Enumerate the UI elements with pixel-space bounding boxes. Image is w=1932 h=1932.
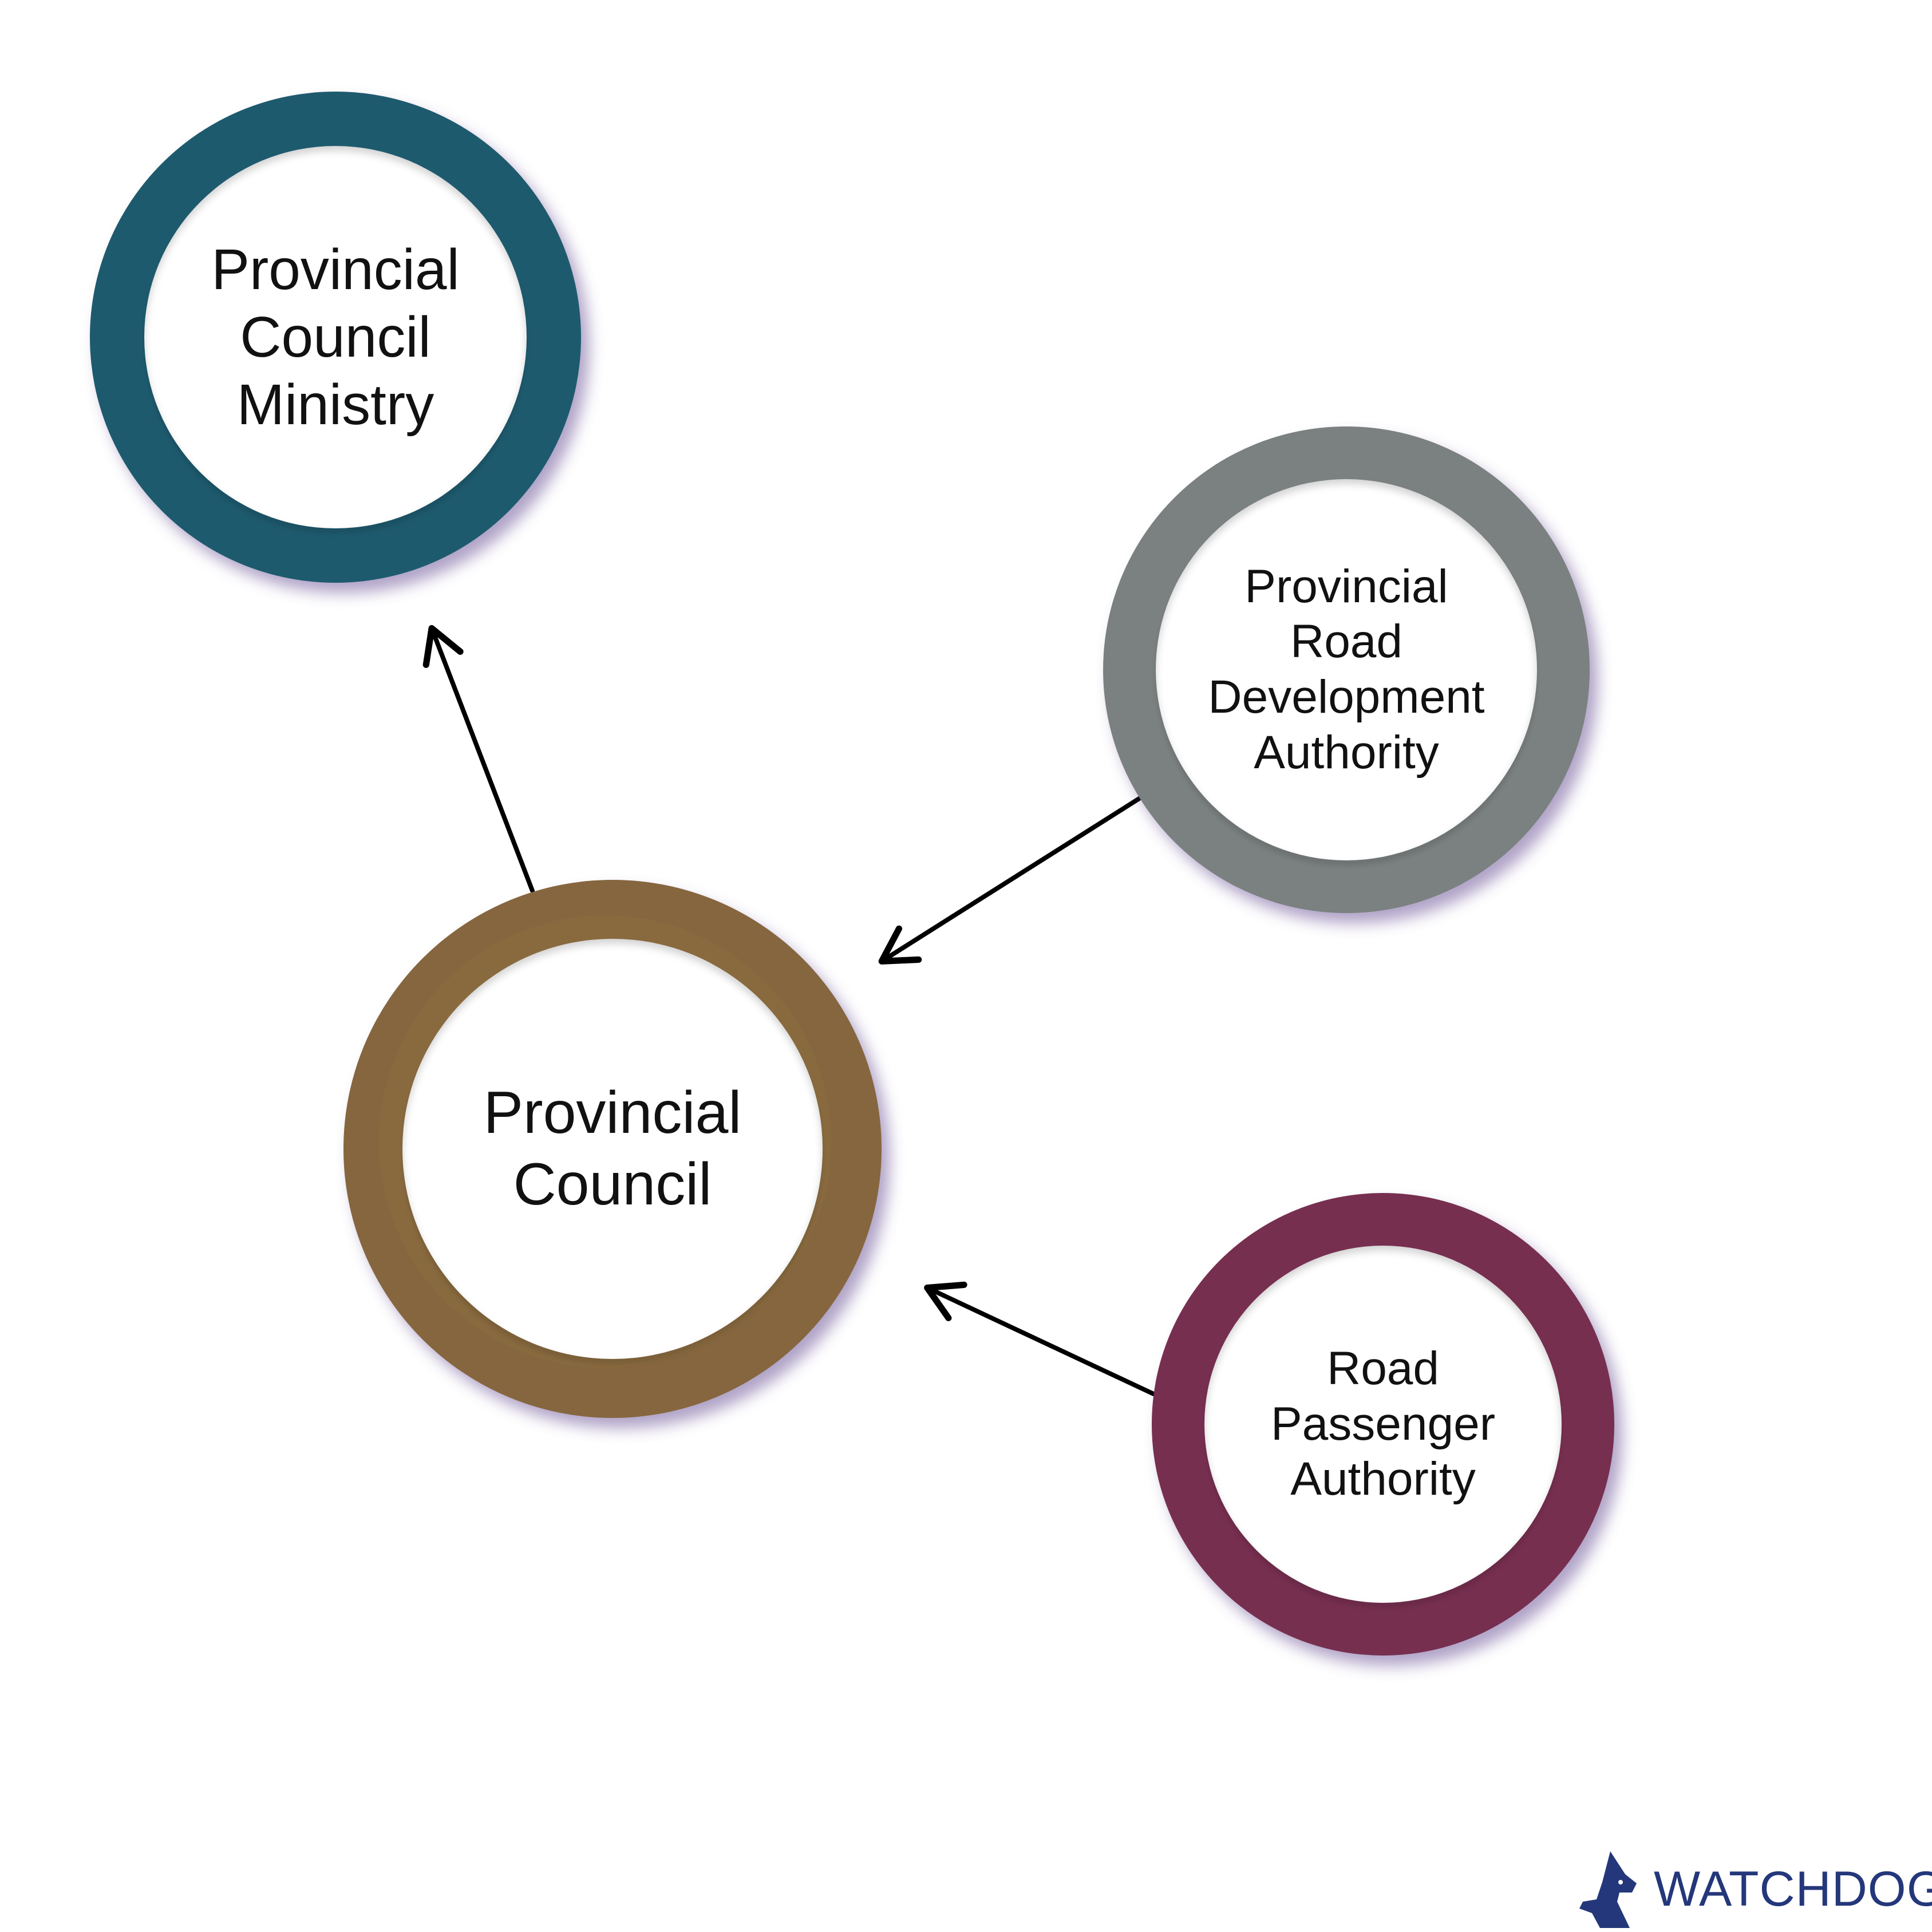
node-label-line: Development [1208, 671, 1485, 723]
node-road-passenger-authority: Road Passenger Authority [1152, 1193, 1614, 1656]
node-label-line: Road [1290, 615, 1403, 668]
brand-name: WATCHDOG [1654, 1861, 1932, 1917]
node-label-line: Provincial [1244, 560, 1448, 613]
node-label-line: Council [240, 305, 431, 369]
node-inner-circle: Provincial Council [402, 939, 823, 1359]
node-inner-circle: Provincial Road Development Authority [1156, 479, 1537, 860]
node-label: Road Passenger Authority [1271, 1341, 1495, 1507]
node-label-line: Ministry [236, 373, 434, 437]
dog-head-icon [1579, 1851, 1637, 1928]
node-label-line: Road [1326, 1342, 1440, 1394]
node-label-line: Council [513, 1151, 712, 1218]
node-label-line: Authority [1254, 726, 1439, 779]
node-label: Provincial Road Development Authority [1208, 559, 1484, 781]
node-label: Provincial Council [484, 1077, 742, 1220]
node-label-line: Passenger [1270, 1397, 1496, 1450]
node-provincial-council: Provincial Council [343, 880, 882, 1418]
node-provincial-road-development-authority: Provincial Road Development Authority [1103, 426, 1590, 913]
node-provincial-council-ministry: Provincial Council Ministry [90, 92, 581, 583]
node-label-line: Provincial [483, 1080, 742, 1147]
arrow-prda-to-council [878, 796, 1141, 965]
node-label-line: Authority [1290, 1453, 1476, 1506]
arrow-rpa-to-council [924, 1281, 1156, 1396]
brand-logo: WATCHDOG [1577, 1849, 1932, 1929]
node-label: Provincial Council Ministry [211, 236, 460, 438]
node-label-line: Provincial [211, 238, 460, 302]
node-inner-circle: Road Passenger Authority [1204, 1246, 1562, 1603]
arrow-council-to-ministry [422, 625, 535, 893]
node-inner-circle: Provincial Council Ministry [144, 146, 527, 528]
